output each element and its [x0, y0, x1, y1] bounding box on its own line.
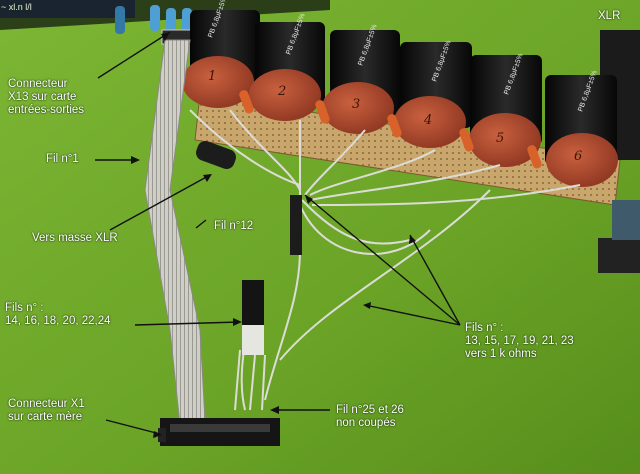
small-connector: [242, 280, 264, 330]
label-line: Fil n°25 et 26: [336, 404, 404, 416]
label-fils-impairs: Fils n° : 13, 15, 17, 19, 21, 23 vers 1 …: [465, 322, 574, 361]
label-xlr: XLR: [598, 10, 621, 22]
label-fil-1: Fil n°1: [46, 153, 79, 165]
capacitor-number: 4: [423, 113, 432, 128]
arrow-fils-impairs-3: [364, 304, 461, 326]
label-fil-25-26: Fil n°25 et 26 non coupés: [336, 404, 404, 430]
arrow-fils-impairs-2: [409, 234, 461, 326]
label-line: vers 1 k ohms: [465, 348, 537, 360]
capacitor-number: 1: [208, 69, 216, 84]
arrow-fil-1-to-sleeve: [109, 174, 211, 231]
annotation-arrows: [95, 31, 461, 435]
capacitor-1: [182, 10, 260, 108]
label-connecteur-x13: Connecteur X13 sur carte entrées-sorties: [8, 78, 84, 117]
capacitor-5: [469, 55, 542, 167]
heat-shrink: [290, 195, 302, 255]
label-line: Fils n° :: [465, 322, 504, 334]
label-line: Connecteur: [8, 78, 68, 90]
corner-text: ~ xl.n l/l: [1, 2, 32, 12]
capacitor-number: 6: [574, 149, 582, 164]
connector-x1: [158, 418, 280, 446]
capacitor-number: 2: [277, 84, 286, 99]
label-line: Connecteur X1: [8, 398, 85, 410]
label-fils-pairs: Fils n° : 14, 16, 18, 20, 22,24: [5, 302, 111, 328]
capacitor-3: [322, 30, 400, 134]
label-vers-masse: Vers masse XLR: [32, 232, 118, 244]
arrow-heads: [131, 32, 416, 438]
label-fil-12: Fil n°12: [214, 220, 254, 232]
label-line: 13, 15, 17, 19, 21, 23: [465, 335, 574, 347]
label-line: 14, 16, 18, 20, 22,24: [5, 315, 111, 327]
heat-shrink: [196, 141, 236, 169]
dark-top-strip: [0, 0, 135, 18]
resistors: [239, 90, 542, 169]
capacitor-2: [249, 22, 325, 121]
capacitor-6: [545, 75, 618, 187]
label-line: entrées-sorties: [8, 104, 85, 116]
capacitor-number: 5: [496, 131, 504, 146]
capacitor-4: [394, 42, 472, 148]
label-connecteur-x1: Connecteur X1 sur carte mère: [8, 398, 85, 424]
arrow-fil-12: [195, 219, 207, 229]
label-line: Fils n° :: [5, 302, 44, 314]
arrow-fils-impairs-1: [304, 194, 461, 326]
arrow-x1: [105, 419, 161, 435]
arrow-fils-pairs: [134, 321, 241, 326]
arrow-x13: [97, 31, 171, 79]
label-line: X13 sur carte: [8, 91, 77, 103]
label-line: non coupés: [336, 417, 396, 429]
label-line: sur carte mère: [8, 411, 83, 423]
capacitor-number: 3: [352, 97, 360, 112]
